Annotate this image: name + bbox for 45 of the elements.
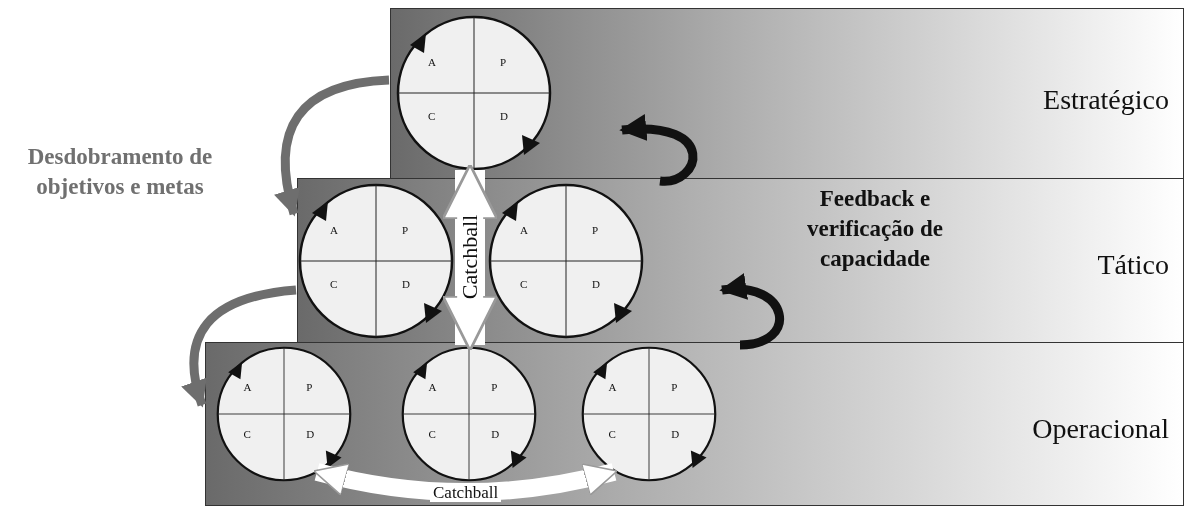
arrow [441,163,499,352]
quadrant-letter: A [520,224,528,236]
quadrant-letter: P [592,224,599,236]
pdca-circle [581,346,717,482]
edge-label: Catchball [430,484,502,503]
level-band [297,178,1184,343]
arrow [719,274,784,350]
quadrant-letter: P [306,380,313,393]
quadrant-letter: D [402,278,410,290]
quadrant-letter: D [592,278,600,290]
annotation-text: Feedback e verificação de capacidade [806,185,944,273]
quadrant-letter: C [243,427,251,440]
quadrant-letter: A [428,380,437,393]
annotation-text: Desdobramento de objetivos e metas [26,143,214,201]
quadrant-letter: C [330,278,338,290]
pdca-circle [488,183,644,339]
quadrant-letter: A [428,56,436,68]
pdca-circle [401,346,537,482]
pdca-circle [298,183,454,339]
quadrant-letter: C [428,110,436,122]
quadrant-letter: P [671,380,678,393]
arrow [313,462,618,502]
level-label: Tático [1097,249,1169,281]
level-band [390,8,1184,179]
quadrant-letter: D [500,110,508,122]
quadrant-letter: P [500,56,507,68]
quadrant-letter: A [330,224,338,236]
quadrant-letter: A [243,380,252,393]
arrow [182,285,297,408]
quadrant-letter: C [428,427,436,440]
quadrant-letter: D [491,427,500,440]
level-label: Operacional [1032,413,1169,445]
quadrant-letter: P [491,380,498,393]
arrow [619,115,698,186]
quadrant-letter: D [671,427,680,440]
quadrant-letter: P [402,224,409,236]
quadrant-letter: A [608,380,617,393]
quadrant-letter: D [306,427,315,440]
arrow [274,75,390,217]
quadrant-letter: C [608,427,616,440]
quadrant-letter: C [520,278,528,290]
level-label: Estratégico [1043,84,1169,116]
pdca-circle [216,346,352,482]
pdca-circle [396,15,552,171]
level-band [205,342,1184,506]
